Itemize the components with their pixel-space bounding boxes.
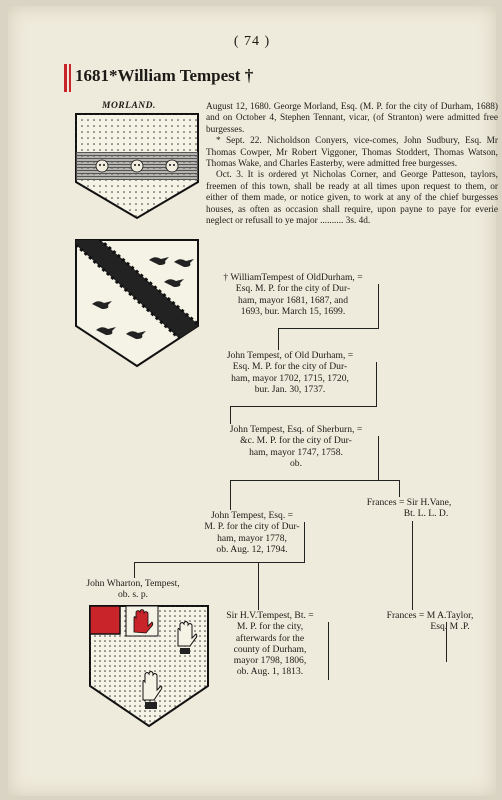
connector (399, 480, 400, 497)
paragraph-3: Oct. 3. It is ordered yt Nicholas Corner… (206, 170, 498, 227)
connector (412, 583, 413, 610)
connector (304, 522, 305, 562)
page-number: ( 74 ) (233, 34, 271, 49)
connector (230, 406, 377, 407)
paragraph-1: August 12, 1680. George Morland, Esq. (M… (206, 102, 498, 135)
node-frances-vane: Frances = Sir H.Vane, Bt. L. L. D. (366, 497, 452, 520)
margin-rule-inner (69, 64, 71, 92)
connector (278, 328, 279, 350)
connector (134, 562, 305, 563)
node-john-wharton-tempest: John Wharton, Tempest, ob. s. p. (86, 578, 180, 601)
paragraph-3-text: Oct. 3. It is ordered yt Nicholas Corner… (206, 170, 498, 227)
connector (446, 622, 447, 662)
node-john-tempest-1778: John Tempest, Esq. = M. P. for the city … (204, 510, 300, 555)
connector (230, 480, 400, 481)
connector (278, 328, 379, 329)
connector (230, 406, 231, 424)
penalty-amount: 3s. 4d. (345, 216, 371, 227)
connector (230, 480, 231, 510)
morland-shield-icon (75, 113, 199, 220)
node-frances-taylor: Frances = M A.Taylor, Esq. M .P. (386, 610, 474, 633)
connector (412, 521, 413, 583)
connector (378, 284, 379, 328)
node-john-tempest-old-durham: John Tempest, of Old Durham, = Esq. M. P… (226, 350, 354, 395)
node-john-tempest-sherburn: John Tempest, Esq. of Sherburn, = &c. M.… (229, 424, 363, 469)
page: ( 74 ) 1681*William Tempest † MORLAND. (8, 6, 498, 796)
burgess-records: August 12, 1680. George Morland, Esq. (M… (206, 102, 498, 227)
entry-heading: 1681*William Tempest † (75, 66, 254, 85)
wharton-shield-icon (89, 605, 209, 728)
connector (378, 436, 379, 480)
tempest-shield-icon (75, 239, 199, 368)
node-william-tempest: † WilliamTempest of OldDurham, = Esq. M.… (223, 272, 363, 317)
connector (328, 622, 329, 680)
shield-label-morland: MORLAND. (102, 101, 156, 111)
connector (376, 362, 377, 406)
margin-rule (64, 64, 67, 92)
connector (134, 562, 135, 578)
node-sir-hv-tempest: Sir H.V.Tempest, Bt. = M. P. for the cit… (226, 610, 314, 678)
paragraph-2: * Sept. 22. Nicholdson Conyers, vice-com… (206, 136, 498, 170)
connector (258, 562, 259, 610)
